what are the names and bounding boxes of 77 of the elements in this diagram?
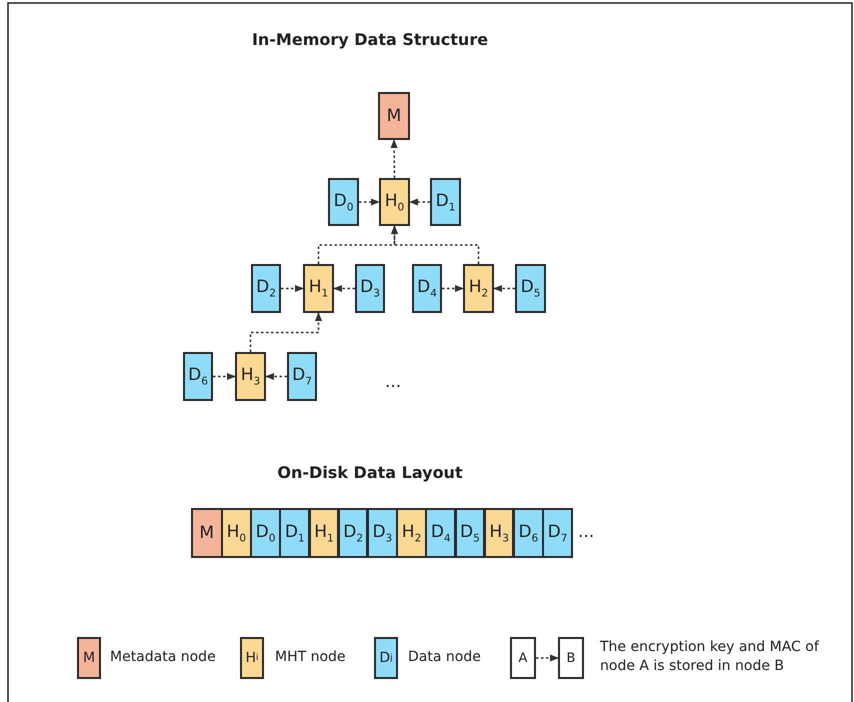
node-label: D$_{6}$ [518, 522, 538, 544]
node-label: A [518, 650, 528, 666]
node-box [303, 264, 334, 313]
node-label: D$_{5}$ [520, 277, 540, 300]
node-label: H$_{3}$ [240, 365, 260, 388]
node-label: H$_{0}$ [226, 522, 246, 544]
dashed-arrow [333, 284, 355, 292]
layout-cell [250, 508, 281, 558]
ellipsis: ... [578, 522, 594, 542]
node-label: H$_{1}$ [308, 277, 328, 300]
dashed-arrow [409, 198, 430, 206]
node-label: D$_{3}$ [360, 277, 380, 300]
node-label: H$_{3}$ [489, 522, 509, 544]
diagram-title: In-Memory Data Structure [250, 30, 490, 49]
layout-cell [338, 508, 368, 558]
node-label: D$_{1}$ [436, 190, 456, 214]
ellipsis: ... [385, 372, 402, 392]
node-label: H$_{0}$ [384, 190, 404, 214]
layout-cell [484, 508, 514, 558]
node-label: H$_{2}$ [468, 277, 488, 300]
node-label: M [386, 106, 402, 126]
node-label: D$_{7}$ [548, 522, 568, 544]
node-box [510, 637, 536, 679]
layout-cell [279, 508, 310, 558]
node-label: B [566, 650, 576, 666]
node-label: D$_{4}$ [430, 522, 451, 544]
node-box [558, 637, 584, 679]
node-box [463, 264, 494, 313]
dashed-arrow [359, 198, 380, 206]
node-box [183, 352, 213, 401]
legend-text: The encryption key and MAC of node A is stored in node B [600, 638, 820, 676]
node-box [235, 352, 266, 401]
dashed-arrow [250, 312, 322, 352]
dashed-arrow [536, 654, 559, 662]
layout-cell [513, 508, 544, 558]
layout-cell [191, 508, 222, 558]
legend-text: Metadata node [110, 648, 216, 667]
legend-swatch: M [77, 637, 101, 679]
layout-cell [221, 508, 252, 558]
dashed-arrow [281, 284, 304, 292]
node-box [379, 178, 410, 226]
dashed-arrow [442, 284, 464, 292]
node-label: M [199, 523, 214, 543]
node-box [251, 264, 281, 313]
node-box [328, 178, 359, 226]
dashed-arrow [390, 225, 480, 264]
node-box [355, 264, 385, 313]
node-label: D$_{2}$ [256, 277, 276, 300]
node-box [412, 264, 442, 313]
node-label: H$_{1}$ [314, 522, 334, 544]
node-label: D$_{0}$ [256, 522, 276, 544]
layout-cell [396, 508, 427, 558]
node-label: H$_{2}$ [402, 522, 422, 544]
layout-cell [425, 508, 456, 558]
node-box [430, 178, 461, 226]
layout-cell [542, 508, 573, 558]
node-label: D$_{0}$ [334, 190, 354, 214]
node-label: D$_{7}$ [292, 365, 312, 388]
section-heading: On-Disk Data Layout [276, 463, 464, 482]
node-box [515, 264, 546, 313]
layout-cell [454, 508, 486, 558]
legend-text: MHT node [275, 648, 346, 667]
node-label: D$_{2}$ [343, 522, 364, 544]
node-label: D$_{5}$ [460, 522, 480, 544]
node-label: D$_{3}$ [372, 522, 392, 544]
node-box [378, 92, 410, 140]
layout-cell [308, 508, 340, 558]
node-label: D$_{6}$ [188, 365, 208, 388]
dashed-arrow [390, 139, 398, 178]
node-label: D$_{4}$ [417, 277, 437, 300]
dashed-arrow [213, 372, 236, 380]
layout-cell [367, 508, 398, 558]
legend-text: Data node [408, 648, 481, 667]
dashed-arrow [265, 372, 287, 380]
node-box [287, 352, 317, 401]
node-label: D$_{1}$ [284, 522, 305, 544]
dashed-arrow [493, 284, 515, 292]
